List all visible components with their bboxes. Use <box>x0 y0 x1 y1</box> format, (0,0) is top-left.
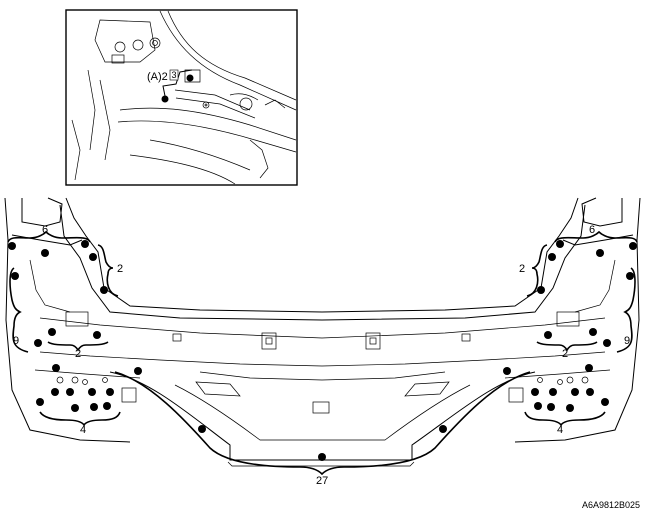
label-left-bottom: 4 <box>80 424 86 436</box>
weld-group-brackets <box>7 230 638 476</box>
figure-code: A6A9812B025 <box>582 500 640 510</box>
label-left-top: 6 <box>42 224 48 236</box>
inset-callout-label: (A)2 <box>147 71 168 83</box>
inset-detail-view: (A)2 3 <box>65 9 298 186</box>
label-center-bottom: 27 <box>316 475 328 487</box>
group-labels: 6 6 2 2 9 9 2 2 4 4 27 <box>13 224 630 487</box>
label-left-arch: 2 <box>117 263 123 275</box>
label-right-arch: 2 <box>519 263 525 275</box>
inset-weld-point <box>161 95 169 103</box>
label-right-mid: 2 <box>562 348 568 360</box>
label-right-bottom: 4 <box>557 424 563 436</box>
label-left-mid: 2 <box>75 348 81 360</box>
weld-points <box>8 240 637 461</box>
label-left-side: 9 <box>13 335 19 347</box>
label-right-side: 9 <box>624 335 630 347</box>
label-right-top: 6 <box>589 224 595 236</box>
rear-body-outline <box>4 197 641 467</box>
inset-weld-point <box>186 74 194 82</box>
inset-frame <box>65 9 298 186</box>
inset-callout-number: 3 <box>172 70 177 80</box>
